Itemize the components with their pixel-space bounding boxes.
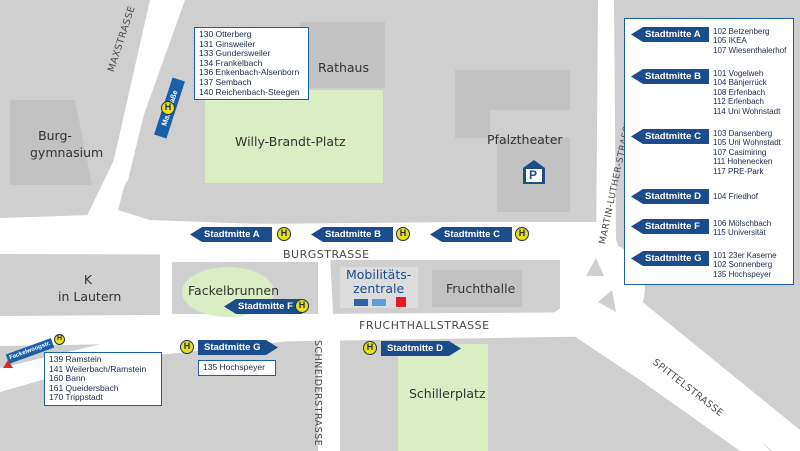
stop-c-icon[interactable]: H xyxy=(515,227,529,241)
stop-g-icon[interactable]: H xyxy=(180,340,194,354)
legend-f-arrow[interactable]: Stadtmitte F xyxy=(631,219,709,234)
street-schneiderstrasse: SCHNEIDERSTRASSE xyxy=(312,340,323,447)
label-rathaus: Rathaus xyxy=(318,60,369,75)
burggymnasium-bldg xyxy=(10,100,92,185)
vrn-logo-icon xyxy=(354,299,368,306)
stop-fackelwoog-icon[interactable]: H xyxy=(54,334,65,345)
bike-logo-icon xyxy=(372,299,386,306)
label-pfalztheater: Pfalztheater xyxy=(487,132,563,147)
ml-road xyxy=(596,0,800,451)
stop-b-icon[interactable]: H xyxy=(396,227,410,241)
stop-d-icon[interactable]: H xyxy=(363,341,377,355)
roundabout xyxy=(560,238,645,337)
legend-row-f: Stadtmitte F 106 Mölschbach 115 Universi… xyxy=(625,219,771,238)
label-fackelbrunnen: Fackelbrunnen xyxy=(188,283,279,298)
stop-f-arrow[interactable]: Stadtmitte F xyxy=(224,299,302,314)
street-burgstrasse: BURGSTRASSE xyxy=(283,248,370,261)
island-1 xyxy=(586,258,604,276)
label-k-in-lautern: K in Lautern xyxy=(58,272,122,304)
parking-letter: P xyxy=(529,168,538,182)
stop-g-arrow[interactable]: Stadtmitte G xyxy=(198,340,278,355)
db-logo-icon xyxy=(396,297,406,307)
label-willy-brandt-platz: Willy-Brandt-Platz xyxy=(235,134,346,149)
stop-c-arrow[interactable]: Stadtmitte C xyxy=(430,227,512,242)
maxstrasse-road xyxy=(84,0,172,222)
legend-d-lines: 104 Friedhof xyxy=(713,192,758,201)
stop-fackelwoog-lines: 139 Ramstein 141 Weilerbach/Ramstein 160… xyxy=(44,352,162,406)
stop-d-arrow[interactable]: Stadtmitte D xyxy=(381,341,461,356)
street-fruchthallstrasse: FRUCHTHALLSTRASSE xyxy=(359,319,490,332)
legend-row-c: Stadtmitte C 103 Dansenberg 105 Uni Wohn… xyxy=(625,129,781,176)
label-mobilitaetszentrale: Mobilitäts- zentrale xyxy=(346,267,412,296)
island-2 xyxy=(598,290,616,312)
stop-a-icon[interactable]: H xyxy=(277,227,291,241)
schillerplatz-park xyxy=(398,344,488,451)
label-burggymnasium: Burg- gymnasium xyxy=(30,128,104,160)
legend-g-arrow[interactable]: Stadtmitte G xyxy=(631,251,709,266)
schneider-road xyxy=(318,254,340,451)
willy-brandt-park xyxy=(205,90,383,183)
legend-row-d: Stadtmitte D 104 Friedhof xyxy=(625,189,758,204)
pfalztheater-bldg xyxy=(455,70,570,138)
stop-f-icon[interactable]: H xyxy=(295,299,309,313)
legend-c-arrow[interactable]: Stadtmitte C xyxy=(631,129,709,144)
legend-b-arrow[interactable]: Stadtmitte B xyxy=(631,69,709,84)
legend-row-g: Stadtmitte G 101 23er Kaserne 102 Sonnen… xyxy=(625,251,777,279)
legend-a-lines: 102 Betzenberg 105 IKEA 107 Wiesenthaler… xyxy=(713,27,787,55)
legend-g-lines: 101 23er Kaserne 102 Sonnenberg 135 Hoch… xyxy=(713,251,777,279)
legend-a-arrow[interactable]: Stadtmitte A xyxy=(631,27,709,42)
parking-icon-shape xyxy=(523,160,545,184)
legend-f-lines: 106 Mölschbach 115 Universität xyxy=(713,219,772,238)
legend-b-lines: 101 Vogelweh 104 Bänjerrück 108 Erfenbac… xyxy=(713,69,781,116)
legend-row-b: Stadtmitte B 101 Vogelweh 104 Bänjerrück… xyxy=(625,69,780,116)
label-fruchthalle: Fruchthalle xyxy=(446,281,516,296)
fruchthall-road xyxy=(0,312,620,346)
mobility-logos xyxy=(354,297,410,307)
legend-panel: Stadtmitte A 102 Betzenberg 105 IKEA 107… xyxy=(624,18,794,285)
parking-icon: P xyxy=(523,160,545,184)
stop-g-lines: 135 Hochspeyer xyxy=(198,360,276,376)
rathaus-bldg xyxy=(300,22,385,88)
stop-maxstrasse-icon[interactable]: H xyxy=(161,101,175,115)
stop-a-arrow[interactable]: Stadtmitte A xyxy=(190,227,272,242)
legend-row-a: Stadtmitte A 102 Betzenberg 105 IKEA 107… xyxy=(625,27,786,55)
fruchthalle-bldg xyxy=(432,270,522,307)
label-schillerplatz: Schillerplatz xyxy=(409,386,486,401)
legend-d-arrow[interactable]: Stadtmitte D xyxy=(631,189,709,204)
stop-maxstrasse-lines: 130 Otterberg 131 Ginsweiler 133 Gunders… xyxy=(194,27,309,101)
stop-b-arrow[interactable]: Stadtmitte B xyxy=(311,227,393,242)
legend-c-lines: 103 Dansenberg 105 Uni Wohnstadt 107 Cas… xyxy=(713,129,781,176)
red-marker-icon xyxy=(3,360,13,368)
